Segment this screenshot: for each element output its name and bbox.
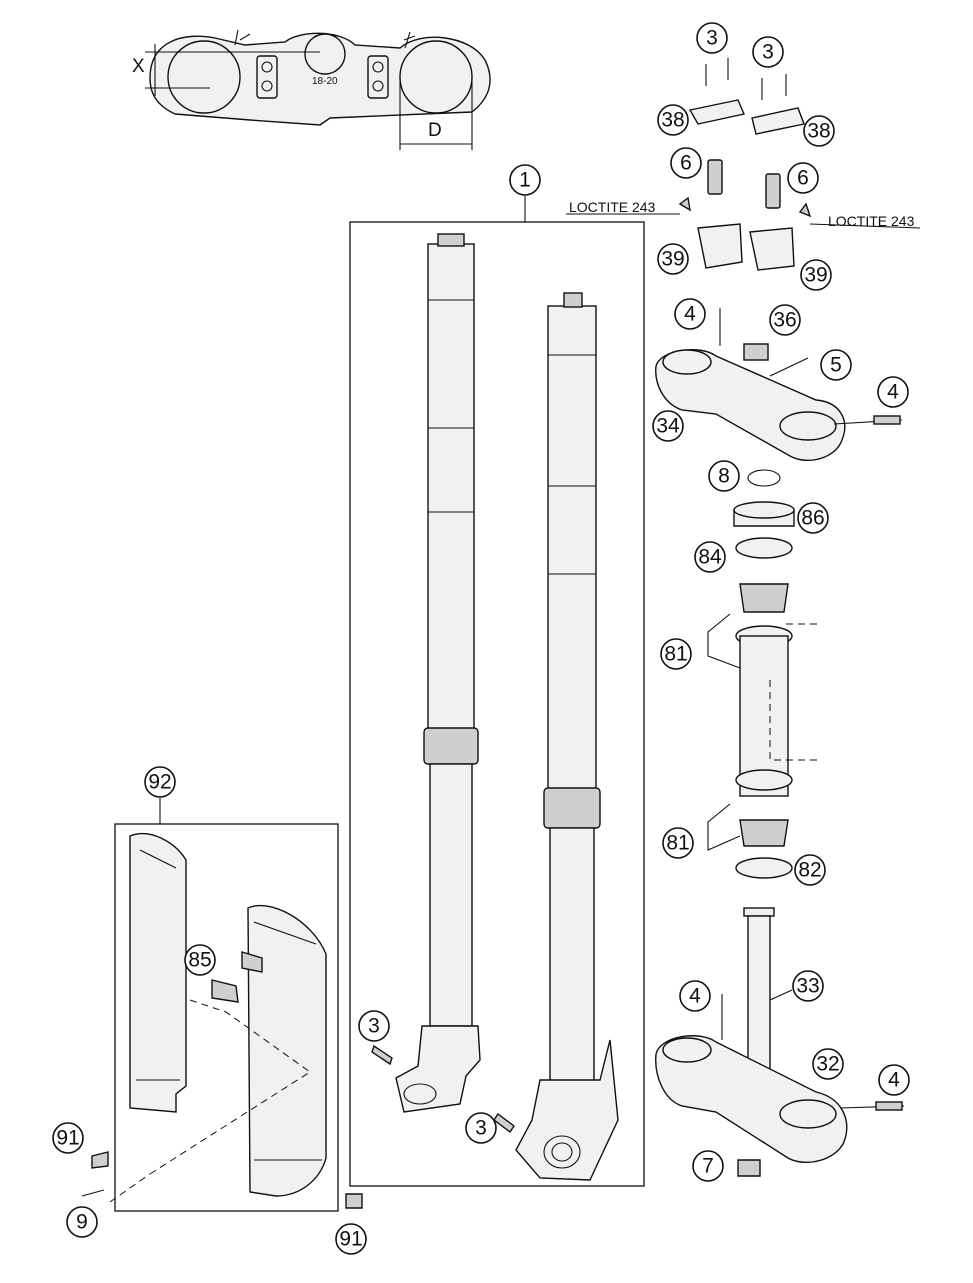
callout-36: 36 <box>769 304 801 336</box>
svg-text:4: 4 <box>887 381 899 404</box>
callout-38a: 38 <box>657 104 689 136</box>
callout-4b: 4 <box>877 376 909 408</box>
callout-81b: 81 <box>662 827 694 859</box>
handlebar-clamp-bolts <box>705 58 787 100</box>
fork-guard-frame <box>114 823 339 1212</box>
svg-text:39: 39 <box>661 248 684 271</box>
callout-4c: 4 <box>679 980 711 1012</box>
right-fork-leg <box>515 292 619 1181</box>
loctite-leaders <box>566 213 921 229</box>
callout-4a: 4 <box>674 298 706 330</box>
svg-text:84: 84 <box>698 546 722 569</box>
svg-text:91: 91 <box>56 1127 79 1150</box>
svg-text:6: 6 <box>797 167 809 190</box>
callout-82: 82 <box>794 854 826 886</box>
svg-text:3: 3 <box>706 27 718 50</box>
callout-92: 92 <box>144 766 176 798</box>
callout-33: 33 <box>792 970 824 1002</box>
svg-text:33: 33 <box>796 975 819 998</box>
svg-text:8: 8 <box>718 465 730 488</box>
callout-4d: 4 <box>878 1064 910 1096</box>
svg-text:34: 34 <box>656 415 680 438</box>
guard-clamp <box>211 951 263 1003</box>
svg-text:4: 4 <box>689 985 701 1008</box>
guard-screws <box>81 1151 363 1209</box>
dimension-x: X <box>132 44 320 96</box>
left-fork-guard <box>129 833 187 1113</box>
callout-32: 32 <box>812 1048 844 1080</box>
callout-81a: 81 <box>660 638 692 670</box>
callout-7: 7 <box>692 1150 724 1182</box>
crown-imprint: 18-20 <box>312 76 338 87</box>
upper-triple-clamp <box>655 308 903 461</box>
svg-text:9: 9 <box>76 1211 88 1234</box>
svg-text:1: 1 <box>519 169 531 192</box>
svg-text:86: 86 <box>801 507 824 530</box>
svg-text:82: 82 <box>798 859 821 882</box>
svg-text:3: 3 <box>475 1117 487 1140</box>
steering-stem <box>743 907 793 1077</box>
callout-6b: 6 <box>787 162 819 194</box>
callout-1: 1 <box>509 164 541 196</box>
clamp-bolts-6 <box>678 159 812 218</box>
callout-34: 34 <box>652 410 684 442</box>
callout-3a: 3 <box>696 22 728 54</box>
callout-38b: 38 <box>803 115 835 147</box>
callout-91b: 91 <box>335 1223 367 1255</box>
callout-39b: 39 <box>800 259 832 291</box>
callout-3c: 3 <box>358 1010 390 1042</box>
svg-text:38: 38 <box>661 109 684 132</box>
bearing-stack <box>707 469 818 879</box>
svg-text:81: 81 <box>664 643 687 666</box>
fork-assembly-frame <box>349 221 645 1187</box>
triple-clamp-top-view: 18-20 <box>149 29 491 126</box>
callout-3b: 3 <box>752 36 784 68</box>
svg-text:7: 7 <box>702 1155 714 1178</box>
svg-text:5: 5 <box>830 354 842 377</box>
svg-text:3: 3 <box>368 1015 380 1038</box>
callout-39a: 39 <box>657 243 689 275</box>
fork-bolts <box>371 1044 515 1134</box>
callout-3d: 3 <box>465 1112 497 1144</box>
svg-text:4: 4 <box>888 1069 900 1092</box>
handlebar-clamp-upper <box>688 99 805 135</box>
dimension-d: D <box>399 77 473 150</box>
guard-dashed-guides <box>109 999 311 1203</box>
svg-text:81: 81 <box>666 832 689 855</box>
callout-9: 9 <box>66 1206 98 1238</box>
callout-84: 84 <box>694 541 726 573</box>
svg-text:38: 38 <box>807 120 830 143</box>
lower-triple-clamp <box>655 994 905 1177</box>
svg-text:6: 6 <box>680 152 692 175</box>
svg-text:4: 4 <box>684 303 696 326</box>
svg-text:3: 3 <box>762 41 774 64</box>
svg-text:92: 92 <box>148 771 171 794</box>
callout-8: 8 <box>708 460 740 492</box>
callout-85: 85 <box>184 944 216 976</box>
dimension-d-label: D <box>428 120 442 141</box>
callout-91a: 91 <box>52 1122 84 1154</box>
handlebar-clamp-lower <box>697 223 795 271</box>
callout-5: 5 <box>820 349 852 381</box>
dimension-x-label: X <box>132 56 145 77</box>
right-fork-guard <box>247 904 327 1197</box>
svg-text:85: 85 <box>188 949 211 972</box>
left-fork-leg <box>395 233 481 1113</box>
svg-text:36: 36 <box>773 309 796 332</box>
svg-text:32: 32 <box>816 1053 839 1076</box>
svg-text:91: 91 <box>339 1228 362 1251</box>
callout-6a: 6 <box>670 147 702 179</box>
loctite-note-left: LOCTITE 243 <box>569 199 656 215</box>
callout-86: 86 <box>797 502 829 534</box>
loctite-note-right: LOCTITE 243 <box>828 213 915 229</box>
svg-text:39: 39 <box>804 264 827 287</box>
